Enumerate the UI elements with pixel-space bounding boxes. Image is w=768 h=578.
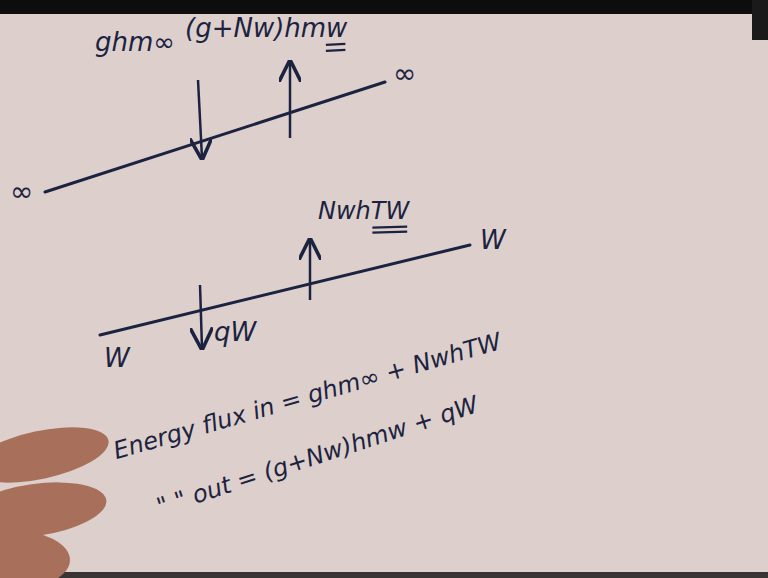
wall-label-holder: W bbox=[104, 344, 130, 374]
palm bbox=[0, 530, 70, 578]
flux-term: NwhTW bbox=[318, 198, 409, 226]
stream-label: ∞ bbox=[393, 58, 416, 90]
flux-term-holder: qW bbox=[214, 318, 256, 348]
underline bbox=[326, 44, 346, 45]
flux-term: ghm∞ bbox=[95, 28, 175, 58]
wall-label: W bbox=[480, 226, 506, 256]
wall-label: W bbox=[104, 344, 130, 374]
stream-label-holder: ∞ bbox=[10, 176, 33, 208]
stream-label-holder: ∞ bbox=[393, 58, 416, 90]
stream-label: ∞ bbox=[10, 176, 33, 208]
wall-line bbox=[100, 245, 470, 335]
flux-term: (g+Nw)hmw bbox=[185, 14, 347, 44]
underline bbox=[326, 50, 346, 51]
flux-arrow-up bbox=[309, 240, 312, 300]
underline bbox=[372, 232, 407, 233]
finger bbox=[0, 417, 113, 493]
bottom-bar bbox=[0, 572, 768, 578]
flux-term: qW bbox=[214, 318, 256, 348]
hand bbox=[0, 417, 113, 578]
flux-arrow-up bbox=[289, 62, 292, 138]
corner-shadow bbox=[752, 0, 768, 40]
flux-arrow-down bbox=[198, 80, 202, 158]
underline bbox=[372, 227, 407, 228]
flux-term-holder: (g+Nw)hmw bbox=[185, 14, 347, 44]
wall-label-holder: W bbox=[480, 226, 506, 256]
infinity-stream-line bbox=[45, 82, 385, 192]
flux-term-holder: ghm∞ bbox=[95, 28, 175, 58]
top-bar bbox=[0, 0, 768, 14]
energy-equation: " " out = (g+Nw)hmw + qW bbox=[153, 391, 481, 521]
flux-arrow-down bbox=[200, 285, 202, 348]
flux-term-holder: NwhTW bbox=[318, 198, 409, 226]
energy-equation-holder: " " out = (g+Nw)hmw + qW bbox=[153, 391, 481, 521]
